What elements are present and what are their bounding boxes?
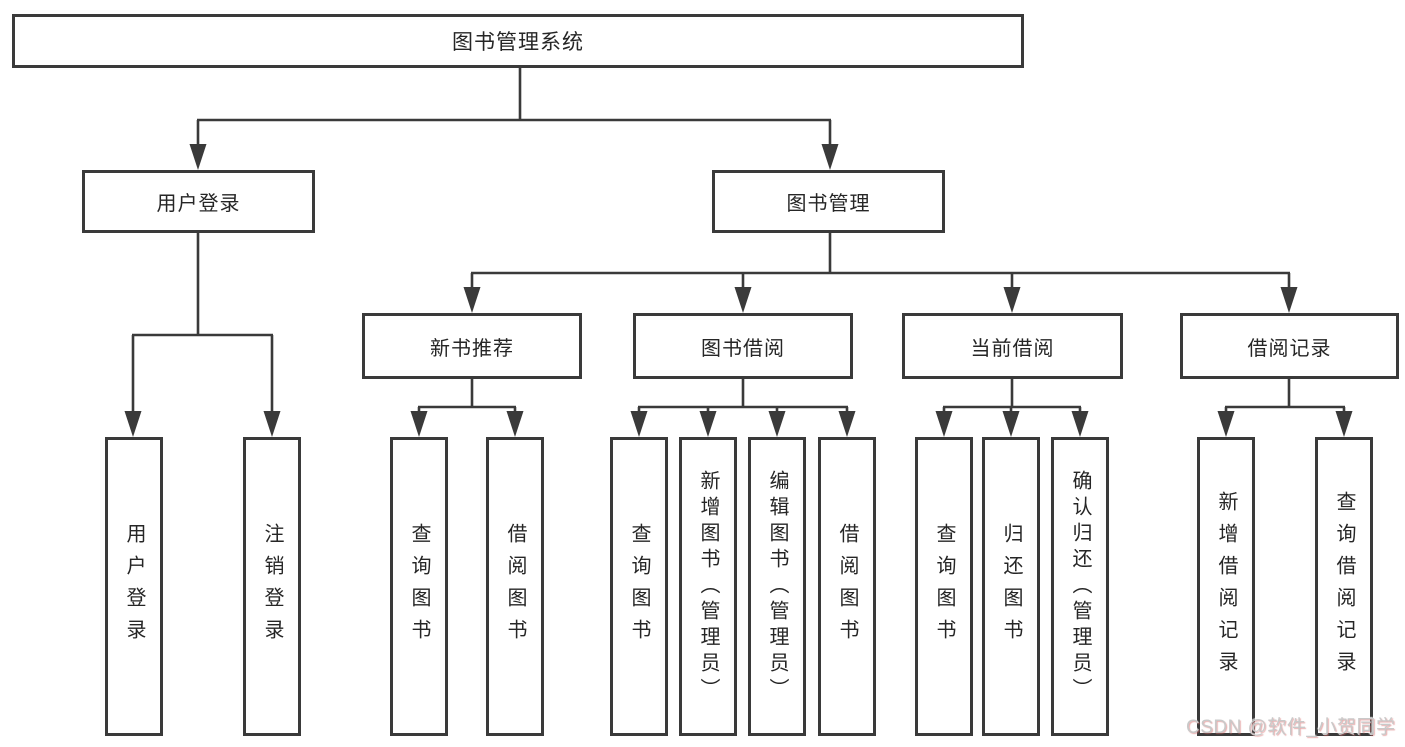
connector-borrow-records-children bbox=[1217, 379, 1353, 437]
arrowhead bbox=[1071, 411, 1089, 437]
arrowhead bbox=[1335, 411, 1353, 437]
node-book-management: 图书管理 bbox=[712, 170, 945, 233]
node-return-books-label: 归还图书 bbox=[1000, 522, 1022, 651]
node-book-borrow-label: 图书借阅 bbox=[701, 337, 785, 360]
arrowhead bbox=[506, 411, 524, 437]
node-library-system-label: 图书管理系统 bbox=[452, 31, 584, 54]
arrowhead bbox=[1003, 287, 1021, 313]
arrowhead bbox=[838, 411, 856, 437]
node-borrow-books-recommend: 借阅图书 bbox=[486, 437, 544, 736]
node-user-login-action-label: 用户登录 bbox=[123, 522, 145, 651]
node-borrow-books: 借阅图书 bbox=[818, 437, 876, 736]
node-logout-label: 注销登录 bbox=[261, 522, 283, 651]
node-borrow-records-label: 借阅记录 bbox=[1247, 337, 1332, 360]
connector-book-management-children bbox=[463, 233, 1298, 313]
csdn-watermark: CSDN @软件_小贺同学 bbox=[1186, 717, 1396, 738]
node-query-books-borrow-label: 查询图书 bbox=[628, 522, 650, 651]
node-book-borrow: 图书借阅 bbox=[633, 313, 853, 379]
arrowhead bbox=[768, 411, 786, 437]
node-new-book-recommend: 新书推荐 bbox=[362, 313, 582, 379]
node-query-books-recommend-label: 查询图书 bbox=[408, 522, 430, 651]
node-new-book-recommend-label: 新书推荐 bbox=[430, 337, 514, 360]
arrowhead bbox=[734, 287, 752, 313]
connector-user-login-children bbox=[124, 233, 281, 437]
node-query-borrow-record-label: 查询借阅记录 bbox=[1333, 490, 1355, 683]
node-user-login: 用户登录 bbox=[82, 170, 315, 233]
node-query-books-borrow: 查询图书 bbox=[610, 437, 668, 736]
node-confirm-return-admin-label: 确认归还（管理员） bbox=[1069, 469, 1091, 704]
arrowhead bbox=[463, 287, 481, 313]
node-add-books-admin: 新增图书（管理员） bbox=[679, 437, 737, 736]
arrowhead bbox=[1217, 411, 1235, 437]
node-book-management-label: 图书管理 bbox=[786, 193, 871, 215]
node-add-borrow-record-label: 新增借阅记录 bbox=[1215, 490, 1237, 683]
connector-book-borrow-children bbox=[630, 379, 856, 437]
node-confirm-return-admin: 确认归还（管理员） bbox=[1051, 437, 1109, 736]
arrowhead bbox=[189, 144, 207, 170]
node-borrow-books-recommend-label: 借阅图书 bbox=[504, 522, 526, 651]
node-logout: 注销登录 bbox=[243, 437, 301, 736]
node-borrow-records: 借阅记录 bbox=[1180, 313, 1399, 379]
node-query-books-current: 查询图书 bbox=[915, 437, 973, 736]
node-current-borrow: 当前借阅 bbox=[902, 313, 1123, 379]
arrowhead bbox=[1280, 287, 1298, 313]
node-borrow-books-label: 借阅图书 bbox=[836, 522, 858, 651]
arrowhead bbox=[124, 411, 142, 437]
arrowhead bbox=[1002, 411, 1020, 437]
arrowhead bbox=[263, 411, 281, 437]
connector-new-book-children bbox=[410, 379, 524, 437]
node-query-books-recommend: 查询图书 bbox=[390, 437, 448, 736]
node-library-system: 图书管理系统 bbox=[12, 14, 1024, 68]
connector-current-borrow-children bbox=[935, 379, 1089, 437]
arrowhead bbox=[630, 411, 648, 437]
arrowhead bbox=[410, 411, 428, 437]
node-query-books-current-label: 查询图书 bbox=[933, 522, 955, 651]
node-add-books-admin-label: 新增图书（管理员） bbox=[697, 469, 719, 704]
arrowhead bbox=[935, 411, 953, 437]
arrowhead bbox=[821, 144, 839, 170]
connector-root-to-level2 bbox=[189, 68, 839, 170]
node-edit-books-admin: 编辑图书（管理员） bbox=[748, 437, 806, 736]
arrowhead bbox=[699, 411, 717, 437]
node-add-borrow-record: 新增借阅记录 bbox=[1197, 437, 1255, 736]
node-user-login-label: 用户登录 bbox=[156, 193, 241, 215]
node-return-books: 归还图书 bbox=[982, 437, 1040, 736]
node-current-borrow-label: 当前借阅 bbox=[970, 337, 1055, 360]
node-user-login-action: 用户登录 bbox=[105, 437, 163, 736]
node-query-borrow-record: 查询借阅记录 bbox=[1315, 437, 1373, 736]
node-edit-books-admin-label: 编辑图书（管理员） bbox=[766, 469, 788, 704]
